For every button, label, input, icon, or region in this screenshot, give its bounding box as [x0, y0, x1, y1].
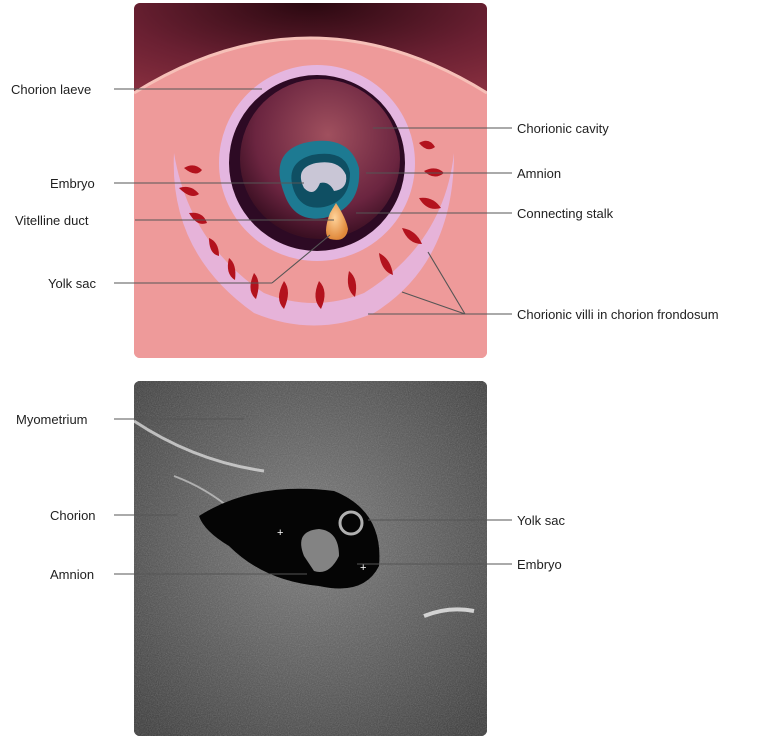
label-chorion: Chorion [50, 508, 96, 524]
label-yolk-sac: Yolk sac [48, 276, 96, 292]
illustration-graphic [134, 3, 487, 358]
svg-text:+: + [277, 527, 283, 539]
label-vitelline-duct: Vitelline duct [15, 213, 88, 229]
label-embryo: Embryo [50, 176, 95, 192]
label-us-amnion: Amnion [50, 567, 94, 583]
gestational-sac-illustration [134, 3, 487, 358]
label-chorionic-villi: Chorionic villi in chorion frondosum [517, 307, 719, 323]
svg-text:+: + [360, 562, 366, 574]
label-amnion: Amnion [517, 166, 561, 182]
label-us-yolk-sac: Yolk sac [517, 513, 565, 529]
label-myometrium: Myometrium [16, 412, 88, 428]
label-chorion-laeve: Chorion laeve [11, 82, 91, 98]
ultrasound-image: + + [134, 381, 487, 736]
label-us-embryo: Embryo [517, 557, 562, 573]
label-chorionic-cavity: Chorionic cavity [517, 121, 609, 137]
ultrasound-graphic: + + [134, 381, 487, 736]
label-connecting-stalk: Connecting stalk [517, 206, 613, 222]
